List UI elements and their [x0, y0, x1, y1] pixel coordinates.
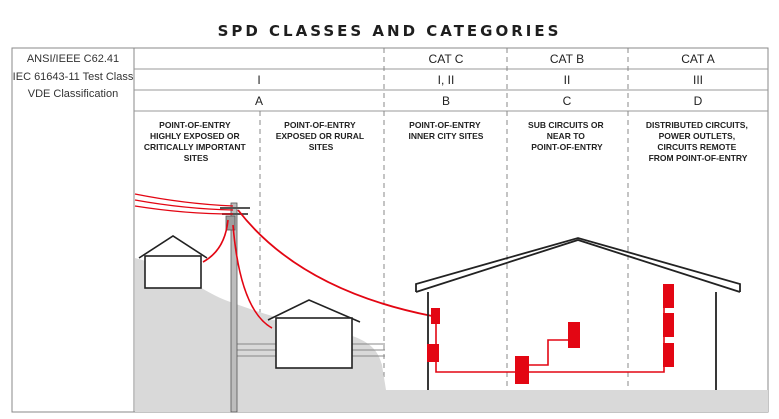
spd-device-cat-a-2 [663, 313, 674, 337]
iec-class-3: III [693, 73, 703, 87]
pole-transformer [225, 215, 236, 231]
page-title: SPD CLASSES AND CATEGORIES [217, 22, 562, 40]
power-line [134, 193, 234, 207]
ansi-cat-b: CAT B [550, 52, 584, 66]
table-frame [11, 47, 769, 413]
wiring-distribution [520, 300, 665, 373]
ansi-cat-c: CAT C [429, 52, 464, 66]
spd-device-cat-c-lower [427, 344, 439, 362]
iec-class-1-2: I, II [438, 73, 455, 87]
power-line [134, 199, 234, 211]
ground-hill [135, 258, 768, 412]
row-label-iec: IEC 61643-11 Test Class [13, 71, 134, 83]
vde-a: A [255, 94, 263, 108]
vde-b: B [442, 94, 450, 108]
iec-class-2: II [564, 73, 571, 87]
building-roof [415, 239, 741, 293]
desc-rural: POINT-OF-ENTRY EXPOSED OR RURAL SITES [276, 120, 367, 152]
utility-pole [230, 202, 238, 413]
spd-device-cat-b-sub [568, 322, 580, 348]
service-drop-small-house [202, 219, 229, 263]
iec-class-1: I [257, 73, 260, 87]
house-small [144, 255, 202, 289]
power-line [134, 205, 234, 215]
house-rural [275, 317, 353, 369]
row-label-vde: VDE Classification [28, 88, 118, 100]
vde-c: C [563, 94, 572, 108]
vde-d: D [694, 94, 703, 108]
service-drop-rural-house [232, 224, 273, 329]
spd-device-cat-a-3 [663, 343, 674, 367]
wiring-sub [523, 339, 570, 370]
spd-device-cat-c-upper [431, 308, 440, 324]
desc-sub-circuits: SUB CIRCUITS OR NEAR TO POINT-OF-ENTRY [528, 120, 606, 152]
building-roof-edge [415, 237, 741, 292]
row-label-ansi: ANSI/IEEE C62.41 [27, 53, 119, 65]
desc-distributed: DISTRIBUTED CIRCUITS, POWER OUTLETS, CIR… [646, 120, 750, 163]
desc-inner-city: POINT-OF-ENTRY INNER CITY SITES [409, 120, 484, 141]
house-small-roof [138, 235, 208, 259]
desc-highly-exposed: POINT-OF-ENTRY HIGHLY EXPOSED OR CRITICA… [144, 120, 248, 163]
spd-device-cat-b-main [515, 356, 529, 384]
house-rural-roof [267, 299, 361, 323]
ansi-cat-a: CAT A [681, 52, 715, 66]
wiring-main [435, 322, 520, 373]
service-drop-building [237, 209, 433, 317]
spd-device-cat-a-1 [663, 284, 674, 308]
